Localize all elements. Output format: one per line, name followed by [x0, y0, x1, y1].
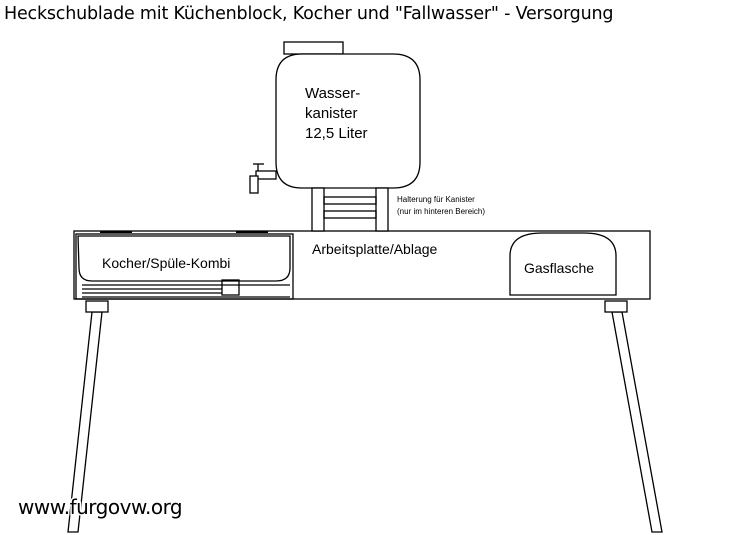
- canister-label-line1: Wasser-: [305, 85, 360, 102]
- canister-label-line3: 12,5 Liter: [305, 125, 368, 142]
- holder-note-line2: (nur im hinteren Bereich): [397, 207, 485, 216]
- left-leg: [67, 300, 109, 533]
- right-leg: [604, 300, 663, 533]
- gas-bottle-label: Gasflasche: [524, 260, 594, 276]
- stove-sink-compartment: [75, 231, 294, 300]
- stove-sink-label: Kocher/Spüle-Kombi: [102, 255, 230, 271]
- tap: [249, 163, 277, 194]
- worktop-label: Arbeitsplatte/Ablage: [312, 241, 438, 257]
- watermark: www.furgovw.org: [18, 495, 182, 519]
- diagram-title: Heckschublade mit Küchenblock, Kocher un…: [4, 4, 614, 24]
- gas-bottle: [509, 232, 617, 296]
- holder-note-line1: Halterung für Kanister: [397, 195, 475, 204]
- drawer-body: [73, 230, 651, 300]
- canister-holder: [311, 187, 389, 232]
- canister-label-line2: kanister: [305, 105, 358, 122]
- water-canister: [275, 41, 421, 189]
